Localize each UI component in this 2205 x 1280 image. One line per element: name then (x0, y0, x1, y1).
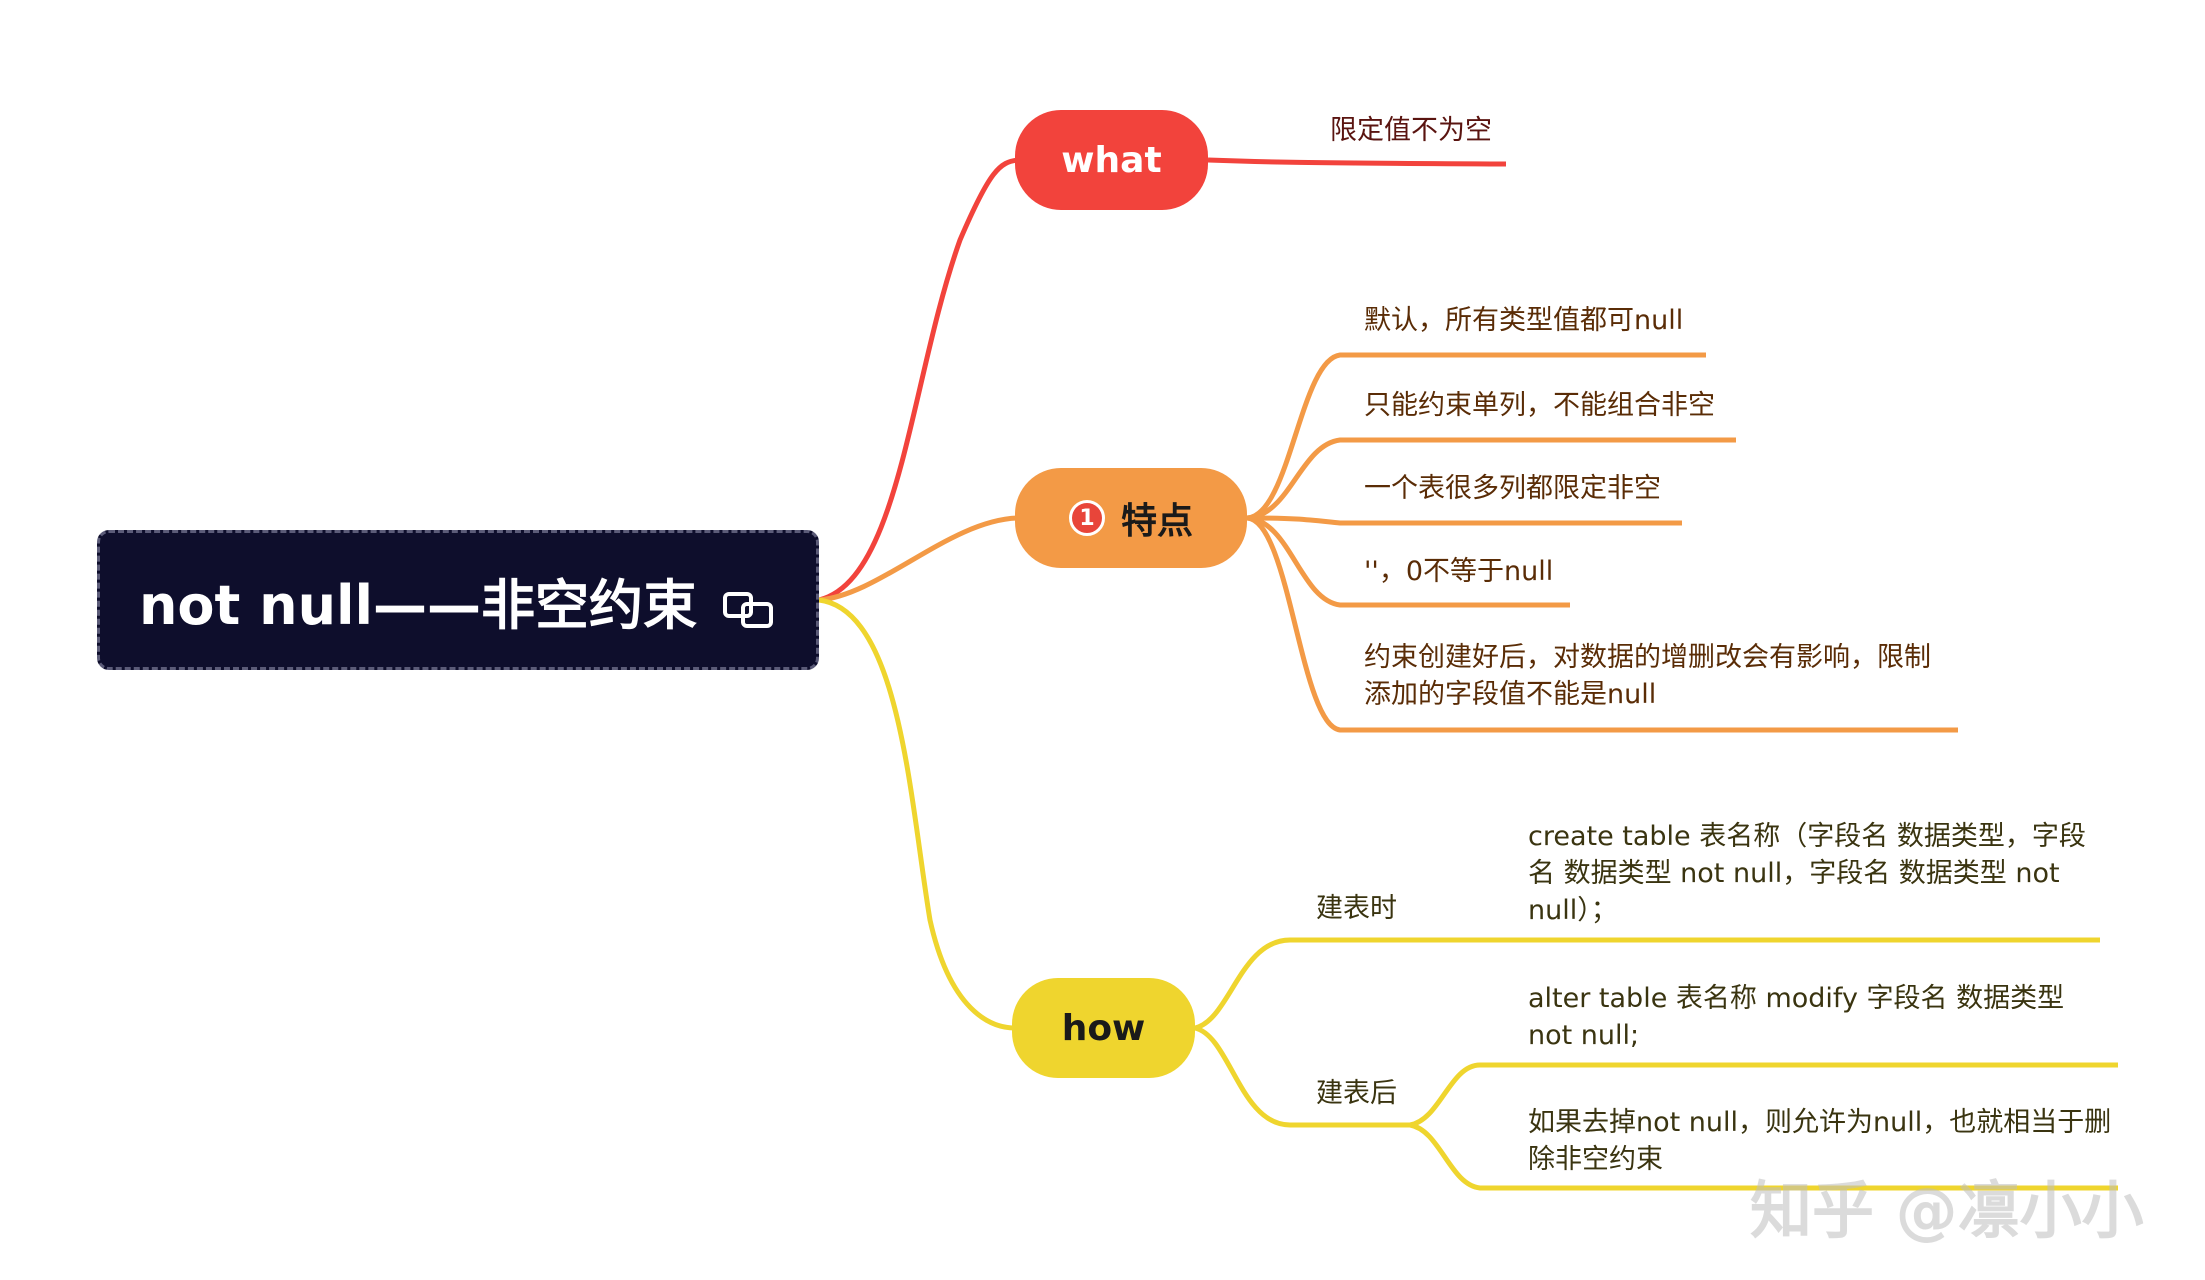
how-alter-line-0: alter table 表名称 modify 字段名 数据类型 (1528, 983, 2065, 1014)
features-leaf-4a: 约束创建好后，对数据的增删改会有影响，限制 (1364, 642, 1931, 673)
connector-root-what (818, 157, 1019, 603)
features-leaf-4b: 添加的字段值不能是null (1364, 679, 1657, 710)
how-sub-create-label: 建表时 (1316, 893, 1397, 924)
how-create-line-1: 名 数据类型 not null，字段名 数据类型 not (1528, 858, 2060, 889)
number-badge-icon: 1 (1068, 500, 1105, 536)
how-create-line-2: null）； (1528, 895, 1618, 926)
features-leaf-0: 默认，所有类型值都可null (1364, 305, 1684, 336)
connector-what-leaf (1207, 157, 1507, 167)
features-leaf-2: 一个表很多列都限定非空 (1364, 473, 1661, 504)
how-create-line-0: create table 表名称（字段名 数据类型，字段 (1528, 821, 2086, 852)
branch-what[interactable]: what (1015, 110, 1208, 210)
connector-root-how (818, 597, 1016, 1031)
root-node[interactable]: not null——非空约束 (97, 530, 819, 670)
branch-features[interactable]: 1 特点 (1015, 468, 1247, 568)
branch-how[interactable]: how (1012, 978, 1195, 1078)
how-remove-line-0: 如果去掉not null，则允许为null，也就相当于删 (1528, 1107, 2112, 1138)
connector-how-leaves (1194, 937, 2118, 1191)
connector-root-features (818, 515, 1019, 603)
features-leaf-1: 只能约束单列，不能组合非空 (1364, 390, 1715, 421)
how-remove-line-1: 除非空约束 (1528, 1144, 1663, 1175)
branch-how-label: how (1061, 1007, 1146, 1049)
branch-what-label: what (1061, 139, 1162, 181)
link-icon[interactable] (721, 580, 777, 628)
how-alter-line-1: not null; (1528, 1020, 1640, 1051)
branch-features-label: 特点 (1120, 501, 1193, 542)
watermark: 知乎 @凛小小 (1750, 1174, 2144, 1247)
connector-features-leaves (1246, 352, 1958, 733)
features-leaf-3: ''，0不等于null (1364, 556, 1554, 587)
root-title: not null——非空约束 (138, 573, 698, 637)
how-sub-alter-label: 建表后 (1316, 1078, 1397, 1109)
what-leaf-0: 限定值不为空 (1330, 115, 1492, 146)
